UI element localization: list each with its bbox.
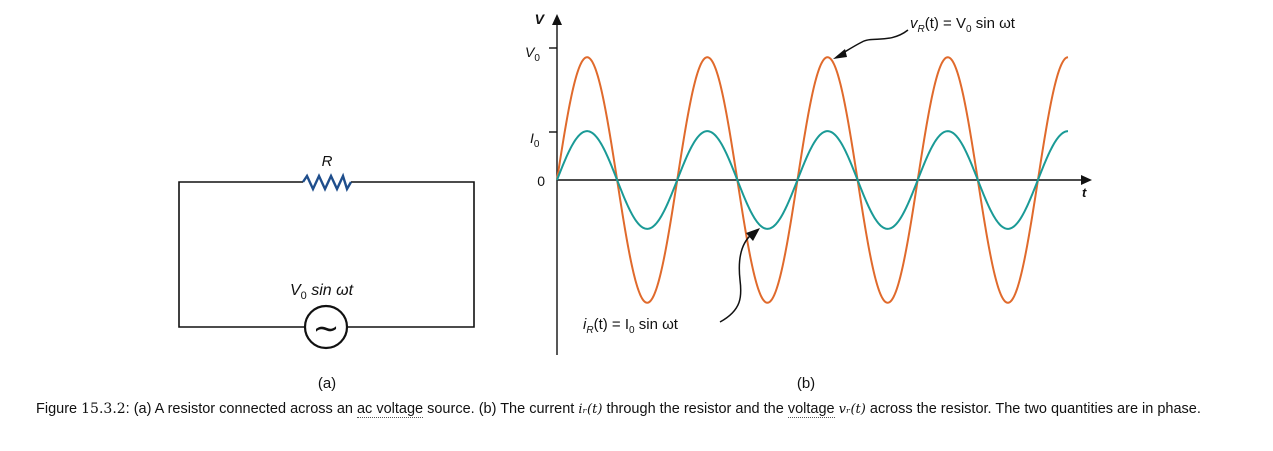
- ac-source-glyph: ∼: [313, 310, 340, 346]
- caption-figure-number: 15.3.2: [81, 401, 126, 417]
- current-series-line: [556, 130, 1069, 230]
- waveform-graph: V t V0 I0 0 vR(t) = V0 sin ωt iR(t) = I0…: [525, 11, 1092, 392]
- source-voltage-label: V0 sin ωt: [290, 282, 354, 302]
- y-axis-arrow: [552, 14, 562, 25]
- circuit-wire: [178, 181, 475, 328]
- circuit-diagram: R ∼ V0 sin ωt (a): [178, 153, 475, 392]
- voltage-annotation-arrowhead: [833, 49, 847, 59]
- voltage-annotation-arrow-line: [837, 29, 909, 57]
- glossary-link-ac-voltage[interactable]: ac voltage: [356, 401, 424, 418]
- caption-text-2: source. (b) The current: [423, 401, 579, 417]
- ac-source-symbol: [303, 304, 349, 350]
- x-axis-arrow: [1081, 175, 1092, 185]
- panel-a-label: (a): [318, 375, 336, 392]
- panel-b-label: (b): [797, 375, 815, 392]
- caption-text-1: : (a) A resistor connected across an: [125, 401, 357, 417]
- tick-label-zero: 0: [537, 173, 545, 189]
- caption-math-current: iᵣ(t): [578, 402, 603, 417]
- voltage-annotation: vR(t) = V0 sin ωt: [910, 15, 1016, 35]
- current-annotation-arrow-line: [719, 233, 753, 323]
- tick-label-v0: V0: [525, 44, 540, 64]
- caption-prefix: Figure: [36, 401, 82, 417]
- caption-text-5: across the resistor. The two quantities …: [865, 401, 1201, 417]
- caption-text-3: through the resistor and the: [602, 401, 788, 417]
- current-annotation: iR(t) = I0 sin ωt: [583, 316, 679, 336]
- tick-label-i0: I0: [530, 130, 540, 150]
- resistor-label: R: [322, 153, 333, 170]
- x-axis-label: t: [1082, 185, 1087, 200]
- caption-math-voltage: vᵣ(t): [838, 402, 866, 417]
- current-annotation-arrowhead: [746, 228, 760, 241]
- figure: R ∼ V0 sin ωt (a) V t V0 I0 0 vR(t) = V0…: [178, 11, 1092, 392]
- figure-caption: Figure 15.3.2: (a) A resistor connected …: [36, 399, 1241, 420]
- glossary-link-voltage[interactable]: voltage: [787, 401, 835, 418]
- voltage-series-line: [556, 56, 1069, 304]
- resistor-zigzag: [302, 172, 353, 193]
- y-axis-label: V: [535, 11, 546, 27]
